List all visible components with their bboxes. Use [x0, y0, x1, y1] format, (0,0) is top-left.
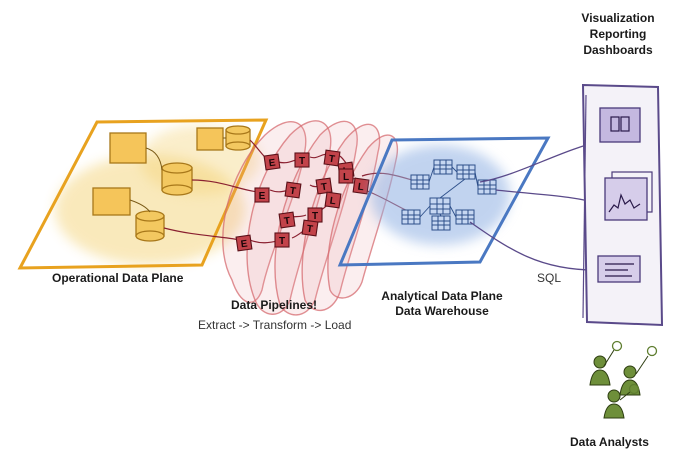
etl-flow-label: Extract -> Transform -> Load: [198, 318, 352, 332]
database-icon: [225, 125, 251, 151]
dashboards-label: Dashboards: [583, 43, 653, 57]
sql-label: SQL: [537, 271, 562, 285]
etl-box-letter: T: [299, 156, 305, 167]
etl-box-letter: E: [240, 239, 248, 251]
etl-box-letter: T: [306, 224, 314, 236]
dashboard-widget-2: [604, 171, 653, 221]
dashboard-widget-1: [599, 107, 641, 143]
etl-box-letter: E: [259, 191, 266, 202]
database-icon: [135, 210, 165, 242]
table-icon: [401, 209, 421, 225]
data-analysts-label: Data Analysts: [570, 435, 649, 449]
data-warehouse-label: Data Warehouse: [395, 304, 489, 318]
reporting-label: Reporting: [589, 27, 647, 41]
etl-box-l: L: [338, 168, 354, 184]
etl-box-letter: E: [268, 158, 276, 170]
etl-box-e: E: [235, 234, 253, 252]
etl-box-letter: T: [289, 186, 297, 198]
data-pipelines: ETTLETTLLTTLETT: [163, 120, 413, 316]
etl-box-letter: T: [279, 236, 285, 247]
etl-box-e: E: [254, 187, 270, 203]
etl-box-t: T: [294, 152, 310, 168]
analyst-icon: [603, 383, 640, 419]
table-icon: [410, 174, 430, 190]
table-icon: [431, 215, 451, 231]
etl-box-letter: T: [320, 182, 328, 194]
etl-steps: ETTLETTLLTTLETT: [235, 149, 370, 252]
etl-box-t: T: [307, 207, 323, 223]
etl-box-letter: T: [283, 216, 291, 228]
table-icon: [429, 197, 451, 215]
operational-plane-label: Operational Data Plane: [52, 271, 184, 285]
etl-box-letter: L: [343, 172, 349, 183]
etl-box-l: L: [352, 177, 370, 195]
table-icon: [456, 164, 476, 180]
etl-box-t: T: [315, 177, 333, 195]
etl-box-letter: L: [357, 182, 365, 194]
line-chart-icon: [608, 193, 641, 213]
etl-box-letter: T: [328, 154, 336, 166]
viz-label: Visualization: [581, 11, 655, 25]
dashboards-panel: [581, 83, 664, 327]
table-icon: [455, 209, 475, 225]
operational-services: [92, 125, 251, 242]
analytical-plane-label: Analytical Data Plane: [381, 289, 503, 303]
data-analysts: [589, 340, 658, 419]
analytical-data-plane: [337, 136, 551, 267]
etl-box-l: L: [324, 191, 342, 209]
etl-box-t: T: [323, 149, 341, 167]
pipelines-label: Data Pipelines!: [231, 298, 318, 312]
etl-box-letter: T: [312, 211, 318, 222]
etl-box-letter: L: [329, 196, 337, 208]
etl-box-t: T: [284, 181, 302, 199]
database-icon: [161, 162, 193, 196]
operational-plane-outline: [17, 118, 269, 270]
etl-box-t: T: [278, 211, 296, 229]
table-icon: [433, 159, 453, 175]
analytical-plane-outline: [337, 136, 551, 267]
analyst-icon: [589, 340, 623, 386]
etl-box-e: E: [263, 153, 281, 171]
etl-box-t: T: [274, 232, 290, 248]
etl-box-t: T: [301, 219, 319, 237]
operational-data-plane: [17, 118, 269, 270]
dashboard-widget-3: [597, 255, 641, 283]
